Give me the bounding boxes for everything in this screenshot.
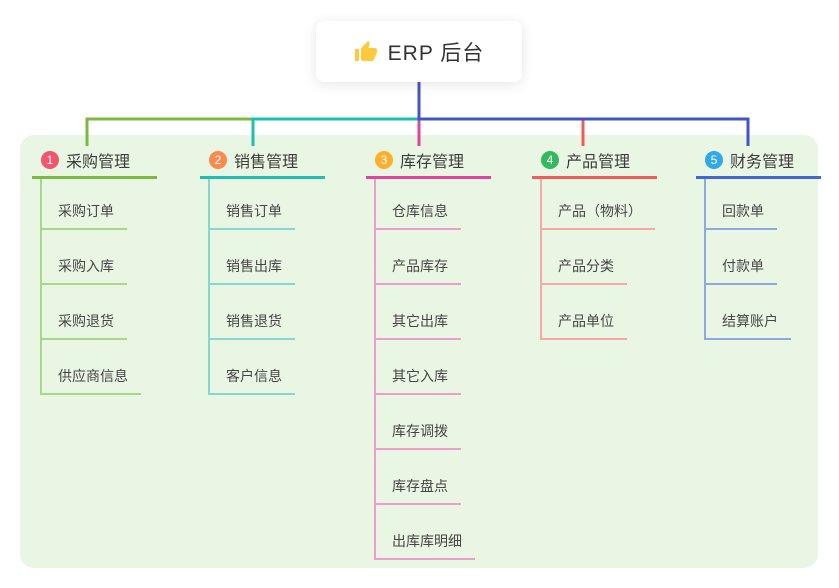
branch-product: 4 产品管理 产品（物料） 产品分类 产品单位: [532, 146, 702, 340]
item-label: 仓库信息: [376, 201, 461, 230]
item-label: 库存调拨: [376, 421, 461, 450]
item-label: 客户信息: [210, 366, 295, 395]
list-item[interactable]: 付款单: [706, 230, 791, 285]
item-label: 付款单: [706, 256, 777, 285]
item-label: 产品分类: [542, 256, 627, 285]
branch-inventory-header[interactable]: 3 库存管理: [366, 146, 491, 179]
item-label: 供应商信息: [42, 366, 141, 395]
mindmap-panel: [20, 135, 818, 568]
branch-3-badge: 3: [375, 150, 393, 169]
branch-3-title: 库存管理: [400, 153, 465, 171]
list-item[interactable]: 销售退货: [210, 285, 295, 340]
branch-1-badge: 1: [41, 150, 59, 169]
item-label: 其它出库: [376, 311, 461, 340]
list-item[interactable]: 客户信息: [210, 340, 295, 395]
list-item[interactable]: 产品单位: [542, 285, 655, 340]
branch-product-header[interactable]: 4 产品管理: [532, 146, 657, 179]
item-label: 结算账户: [706, 311, 791, 340]
list-item[interactable]: 回款单: [706, 179, 791, 230]
branch-3-items: 仓库信息 产品库存 其它出库 其它入库 库存调拨 库存盘点 出库库明细: [374, 179, 475, 560]
item-label: 其它入库: [376, 366, 461, 395]
list-item[interactable]: 其它出库: [376, 285, 475, 340]
list-item[interactable]: 销售订单: [210, 179, 295, 230]
list-item[interactable]: 库存调拨: [376, 395, 475, 450]
item-label: 销售出库: [210, 256, 295, 285]
list-item[interactable]: 销售出库: [210, 230, 295, 285]
branch-2-items: 销售订单 销售出库 销售退货 客户信息: [208, 179, 295, 395]
thumbs-up-icon: [354, 40, 378, 64]
branch-1-title: 采购管理: [66, 153, 131, 171]
list-item[interactable]: 产品库存: [376, 230, 475, 285]
branch-4-items: 产品（物料） 产品分类 产品单位: [540, 179, 655, 340]
item-label: 库存盘点: [376, 476, 461, 505]
branch-purchase: 1 采购管理 采购订单 采购入库 采购退货 供应商信息: [32, 146, 202, 395]
item-label: 产品（物料）: [542, 201, 655, 230]
list-item[interactable]: 采购退货: [42, 285, 141, 340]
branch-finance-header[interactable]: 5 财务管理: [696, 146, 821, 179]
list-item[interactable]: 库存盘点: [376, 450, 475, 505]
item-label: 采购入库: [42, 256, 127, 285]
branch-2-title: 销售管理: [234, 153, 299, 171]
item-label: 出库库明细: [376, 531, 475, 560]
item-label: 采购订单: [42, 201, 127, 230]
list-item[interactable]: 采购订单: [42, 179, 141, 230]
list-item[interactable]: 供应商信息: [42, 340, 141, 395]
list-item[interactable]: 其它入库: [376, 340, 475, 395]
item-label: 销售订单: [210, 201, 295, 230]
branch-2-badge: 2: [209, 150, 227, 169]
item-label: 产品库存: [376, 256, 461, 285]
branch-5-badge: 5: [705, 150, 723, 169]
item-label: 采购退货: [42, 311, 127, 340]
item-label: 销售退货: [210, 311, 295, 340]
item-label: 产品单位: [542, 311, 627, 340]
list-item[interactable]: 产品（物料）: [542, 179, 655, 230]
branch-4-badge: 4: [541, 150, 559, 169]
item-label: 回款单: [706, 201, 777, 230]
list-item[interactable]: 采购入库: [42, 230, 141, 285]
list-item[interactable]: 出库库明细: [376, 505, 475, 560]
branch-5-items: 回款单 付款单 结算账户: [704, 179, 791, 340]
list-item[interactable]: 结算账户: [706, 285, 791, 340]
branch-4-title: 产品管理: [566, 153, 631, 171]
branch-5-title: 财务管理: [730, 153, 795, 171]
branch-sales-header[interactable]: 2 销售管理: [200, 146, 325, 179]
branch-purchase-header[interactable]: 1 采购管理: [32, 146, 157, 179]
branch-sales: 2 销售管理 销售订单 销售出库 销售退货 客户信息: [200, 146, 370, 395]
root-node[interactable]: ERP 后台: [316, 21, 522, 82]
list-item[interactable]: 产品分类: [542, 230, 655, 285]
branch-1-items: 采购订单 采购入库 采购退货 供应商信息: [40, 179, 141, 395]
branch-inventory: 3 库存管理 仓库信息 产品库存 其它出库 其它入库 库存调拨 库存盘点 出库库…: [366, 146, 536, 560]
branch-finance: 5 财务管理 回款单 付款单 结算账户: [696, 146, 839, 340]
root-node-title: ERP 后台: [387, 41, 485, 65]
list-item[interactable]: 仓库信息: [376, 179, 475, 230]
